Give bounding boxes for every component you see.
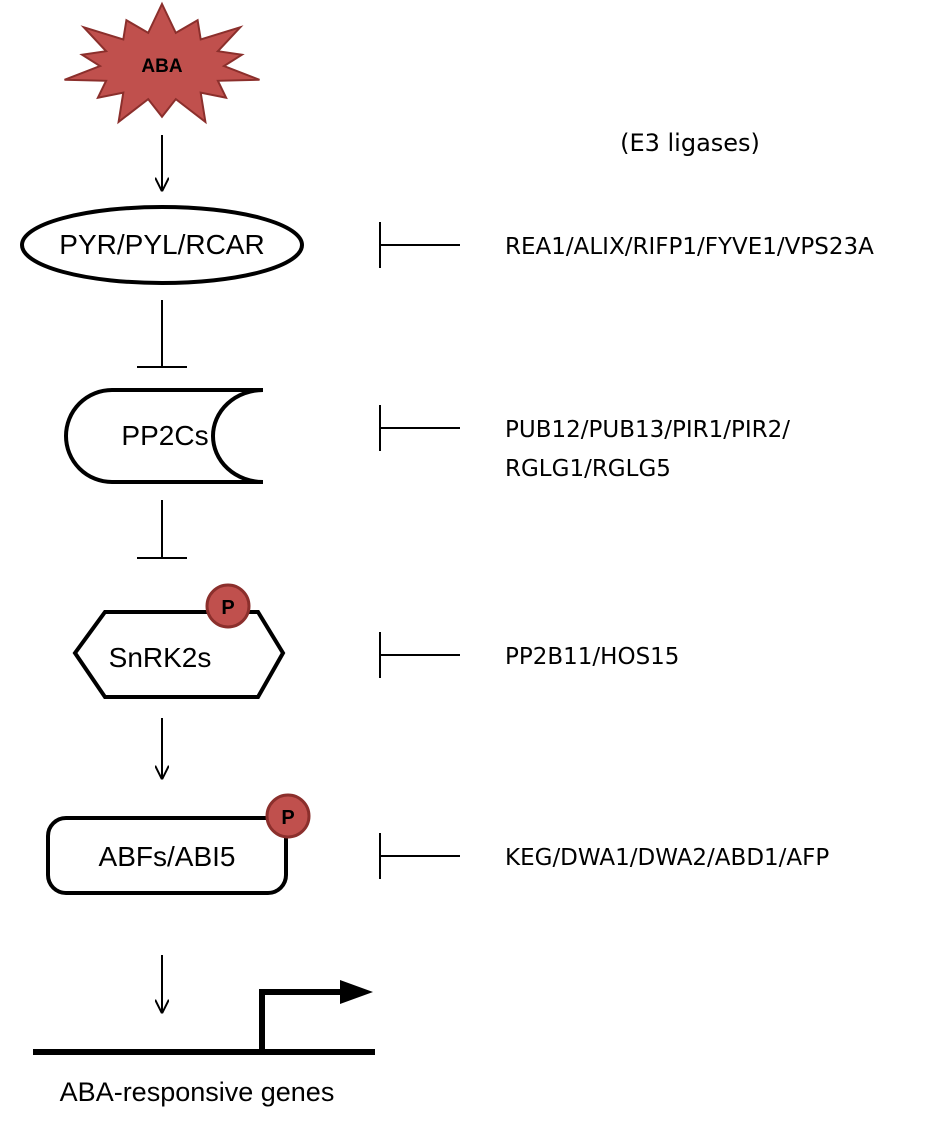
abf-label: ABFs/ABI5 [99,841,236,872]
aba-starburst: ABA [64,1,260,125]
e3-inhibit-pp2c [379,405,460,451]
e3-inhibit-snrk2 [379,632,460,678]
snrk2-phospho-circle [205,583,251,629]
e3-inhibit-receptor [379,222,460,268]
snrk2-node: SnRK2s P [72,583,286,699]
abf-rect [46,816,288,895]
e3-receptor-regulators: REA1/ALIX/RIFP1/FYVE1/VPS23A [505,234,874,260]
transcription-start-arrow [259,989,345,1052]
pp2c-shape [64,388,264,484]
snrk2-label: SnRK2s [109,642,212,673]
aba-label: ABA [141,56,182,77]
receptor-ellipse [20,205,304,285]
inhibit-receptor-to-pp2c [137,300,187,368]
e3-abf-regulators: KEG/DWA1/DWA2/ABD1/AFP [505,845,829,871]
e3-header: (E3 ligases) [620,129,760,157]
snrk2-hexagon [72,610,286,699]
e3-snrk2-regulators: PP2B11/HOS15 [505,644,679,670]
snrk2-phospho-label: P [221,597,234,619]
abf-node: ABFs/ABI5 P [46,793,311,895]
receptor-label: PYR/PYL/RCAR [59,229,264,260]
transcription-arrowhead [340,980,373,1004]
gene-locus [33,980,375,1055]
e3-pp2c-regulators-line1: PUB12/PUB13/PIR1/PIR2/ [505,417,790,443]
genes-label: ABA-responsive genes [60,1077,335,1107]
abf-phospho-circle [265,793,311,839]
aba-star-shape [64,1,260,125]
e3-inhibit-abf [379,833,460,879]
inhibit-pp2c-to-snrk2 [137,500,187,559]
e3-pp2c-regulators-line2: RGLG1/RGLG5 [505,456,671,482]
abf-phospho-label: P [281,807,294,829]
pp2c-node: PP2Cs [64,388,264,484]
receptor-node: PYR/PYL/RCAR [20,205,304,285]
pp2c-label: PP2Cs [121,420,208,451]
